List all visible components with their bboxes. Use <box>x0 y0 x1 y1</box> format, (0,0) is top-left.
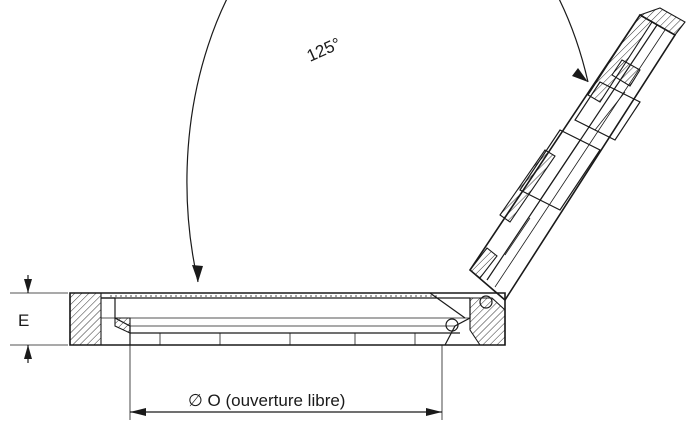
frame-left-section <box>69 292 102 346</box>
lid-lock-section <box>611 59 641 87</box>
thickness-arrow-top <box>24 279 32 293</box>
frame-ribs <box>159 333 416 345</box>
frame-left-lip-section <box>114 317 131 334</box>
angle-arc <box>186 0 589 283</box>
opening-arrow-left <box>130 408 146 416</box>
frame <box>69 292 506 346</box>
lid-inner-line-2 <box>494 29 666 288</box>
lid-mid-section <box>499 149 556 223</box>
opening-arrow-right <box>426 408 442 416</box>
hinge-pin <box>479 295 493 309</box>
lid-outline <box>468 13 677 302</box>
lid-ribs <box>504 81 641 256</box>
hinge-block-section <box>469 297 506 346</box>
frame-slope-line <box>429 292 466 319</box>
opening-label: ∅ O (ouverture libre) <box>188 391 345 410</box>
lid-tip-section <box>638 7 686 36</box>
angle-dimension: 125° <box>186 0 589 283</box>
thickness-dimension: E <box>10 275 68 363</box>
hinge-pin-left <box>445 318 459 332</box>
angle-arrow-top <box>572 68 588 82</box>
angle-label: 125° <box>304 34 344 66</box>
frame-outline <box>69 292 506 346</box>
thickness-arrow-bottom <box>24 345 32 359</box>
angle-arrow-bottom <box>192 265 203 282</box>
lid-top-section <box>587 14 653 103</box>
lid-lower-section <box>469 247 498 279</box>
opening-dimension: ∅ O (ouverture libre) <box>129 345 443 420</box>
lid <box>468 7 686 302</box>
thickness-label: E <box>18 311 29 330</box>
